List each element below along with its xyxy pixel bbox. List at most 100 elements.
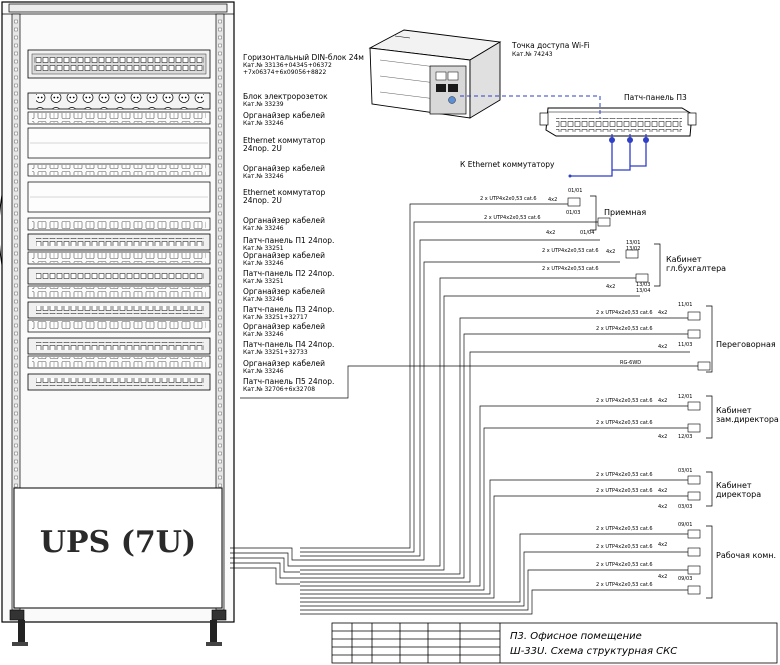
rack-catalog-organizer-6: Кат.№ 33246 [243, 331, 284, 338]
outlet-director-2 [687, 491, 701, 501]
rail-hole [218, 443, 222, 448]
rack-catalog-p4: Кат.№ 33251+32733 [243, 349, 308, 356]
rail-hole [14, 179, 18, 184]
port-id-1301: 13/01 [626, 240, 640, 246]
rack-catalog-sockets: Кат.№ 33239 [243, 101, 284, 108]
rail-hole [14, 51, 18, 56]
rail-hole [14, 99, 18, 104]
outlet-work-1 [687, 529, 701, 539]
rail-hole [14, 467, 18, 472]
rail-hole [14, 123, 18, 128]
rail-hole [218, 187, 222, 192]
port-id-0301: 03/01 [678, 468, 692, 474]
outlet-meeting-1 [687, 311, 701, 321]
rail-hole [218, 379, 222, 384]
ups-label: UPS (7U) [40, 525, 196, 560]
rail-hole [218, 107, 222, 112]
room-deputy-2: зам.директора [716, 415, 779, 424]
rail-hole [218, 195, 222, 200]
cable-organizer-2 [27, 163, 211, 177]
cable-harness [230, 203, 700, 615]
rack-label-organizer-7: Органайзер кабелей [243, 359, 325, 368]
rail-hole [14, 331, 18, 336]
rail-hole [14, 67, 18, 72]
rail-hole [218, 259, 222, 264]
rail-hole [218, 59, 222, 64]
rail-hole [14, 131, 18, 136]
rail-hole [218, 203, 222, 208]
cable-organizer-4 [27, 251, 211, 265]
rail-hole [218, 219, 222, 224]
rack-catalog-organizer-7: Кат.№ 33246 [243, 368, 284, 375]
outlet-reception-2 [597, 217, 611, 227]
cable-label-coax: RG-6WD [620, 360, 641, 366]
cable-label-12: 2 x UTP4x2x0,53 cat.6 [596, 544, 653, 550]
pair-label-6: 4x2 [658, 344, 667, 350]
rack-label-p2: Патч-панель П2 24пор. [243, 269, 334, 278]
rail-hole [14, 35, 18, 40]
rail-hole [218, 419, 222, 424]
cable-label-4: 2 x UTP4x2x0,53 cat.6 [542, 266, 599, 272]
outlet-deputy-1 [687, 401, 701, 411]
rail-hole [14, 83, 18, 88]
rail-hole [218, 123, 222, 128]
rail-hole [218, 227, 222, 232]
outlets [567, 197, 711, 595]
rail-hole [218, 27, 222, 32]
rail-hole [218, 19, 222, 24]
door-hinge [0, 194, 3, 266]
rack-label-organizer-6: Органайзер кабелей [243, 322, 325, 331]
ups-unit: UPS (7U) [13, 487, 223, 609]
cable-organizer-6 [27, 319, 211, 333]
room-director-2: директора [716, 490, 761, 499]
pair-label-3: 4x2 [606, 249, 615, 255]
port-id-1101: 11/01 [678, 302, 692, 308]
rail-hole [218, 315, 222, 320]
rail-hole [218, 451, 222, 456]
cable-label-1: 2 x UTP4x2x0,53 cat.6 [480, 196, 537, 202]
rail-hole [14, 483, 18, 488]
rail-hole [14, 203, 18, 208]
port-id-1103: 11/03 [678, 342, 692, 348]
outlet-work-2 [687, 547, 701, 557]
rack-catalog-organizer-3: Кат.№ 33246 [243, 225, 284, 232]
rail-hole [218, 115, 222, 120]
rail-hole [14, 475, 18, 480]
port-id-0101: 01/01 [568, 188, 582, 194]
rail-hole [14, 243, 18, 248]
port-id-1302: 13/02 [626, 246, 640, 252]
rack-catalog-din-2: +7х06374+6х09056+8822 [243, 69, 326, 76]
rack-label-organizer-3: Органайзер кабелей [243, 216, 325, 225]
ethernet-switch-2 [27, 181, 211, 213]
rail-hole [218, 411, 222, 416]
rail-hole [14, 251, 18, 256]
title-line-2: Ш-33U. Схема структурная СКС [510, 646, 677, 657]
rack-label-p5: Патч-панель П5 24пор. [243, 377, 334, 386]
rail-hole [14, 171, 18, 176]
cable-organizer-1 [27, 111, 211, 125]
outlet-meeting-tv [697, 361, 711, 371]
title-line-1: П3. Офисное помещение [510, 631, 642, 642]
rail-hole [14, 371, 18, 376]
rack-label-p3: Патч-панель П3 24пор. [243, 305, 334, 314]
outlet-reception-1 [567, 197, 581, 207]
room-deputy: Кабинет [716, 406, 752, 415]
rail-hole [14, 195, 18, 200]
rack-label-organizer-2: Органайзер кабелей [243, 164, 325, 173]
rack-catalog-organizer-4: Кат.№ 33246 [243, 260, 284, 267]
rail-hole [218, 91, 222, 96]
rail-hole [14, 299, 18, 304]
cable-label-2: 2 x UTP4x2x0,53 cat.6 [484, 215, 541, 221]
rail-hole [218, 35, 222, 40]
rail-hole [218, 323, 222, 328]
rail-hole [218, 427, 222, 432]
rail-hole [14, 451, 18, 456]
rail-hole [218, 147, 222, 152]
rail-hole [14, 187, 18, 192]
cable-label-9: 2 x UTP4x2x0,53 cat.6 [596, 472, 653, 478]
rail-hole [218, 363, 222, 368]
rail-hole [218, 371, 222, 376]
cable-labels: 2 x UTP4x2x0,53 cat.6 2 x UTP4x2x0,53 ca… [480, 196, 667, 588]
rail-hole [218, 467, 222, 472]
rack-catalog-p2: Кат.№ 33251 [243, 278, 284, 285]
